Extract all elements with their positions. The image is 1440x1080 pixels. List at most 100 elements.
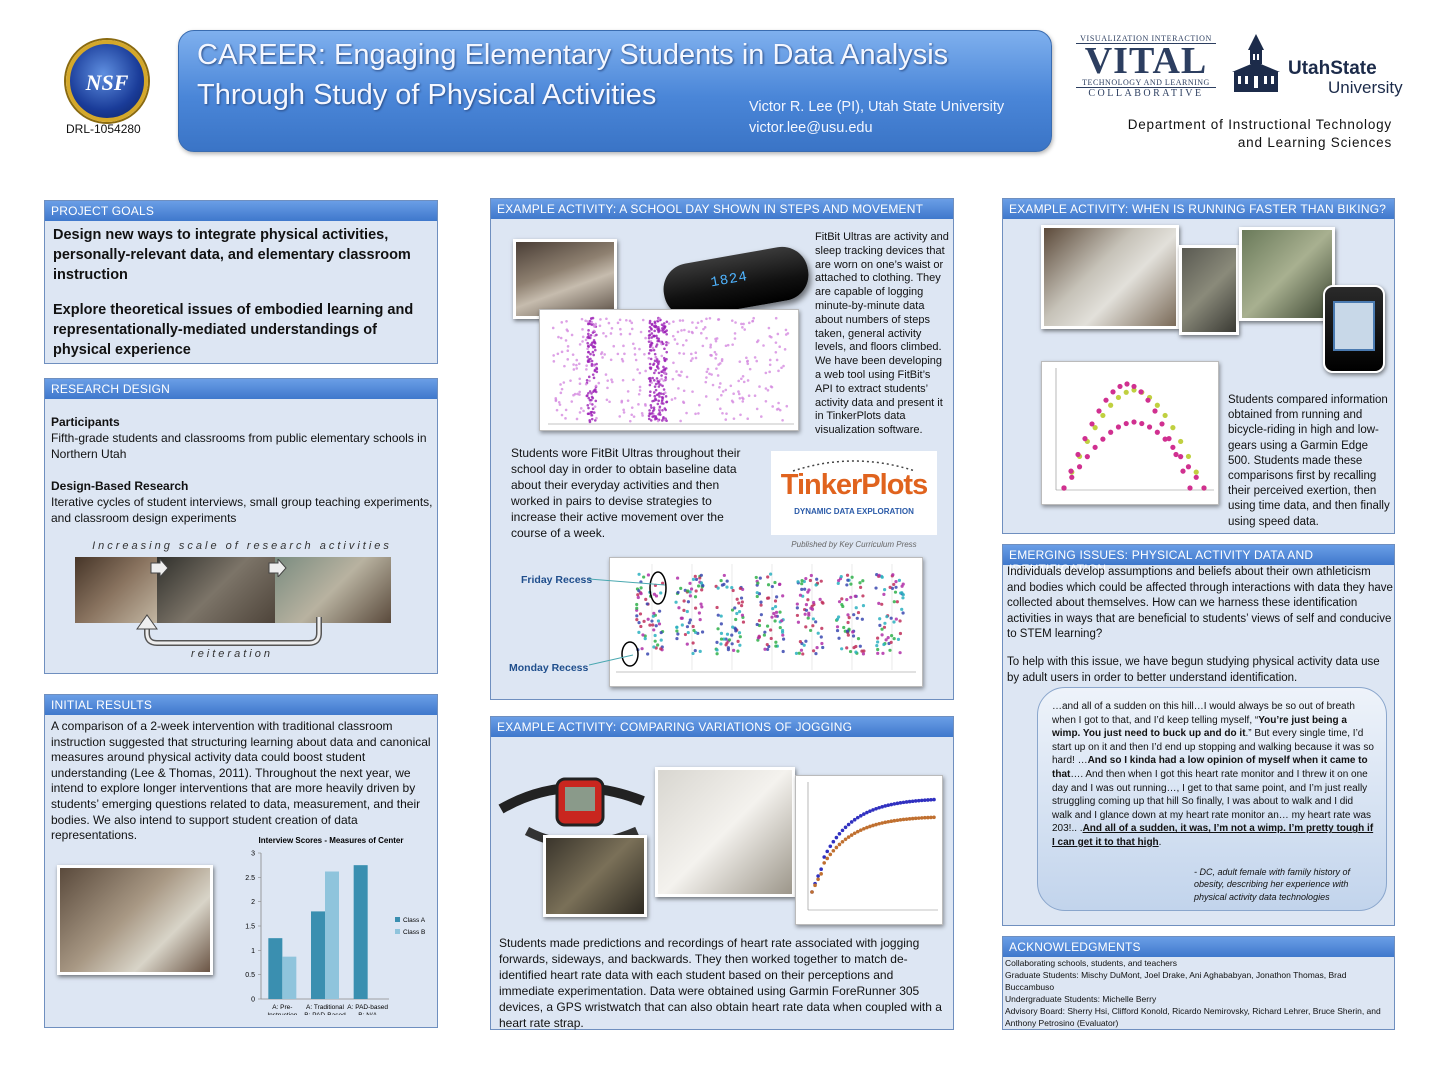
speed-plot-svg bbox=[1055, 368, 1214, 491]
scatter-dot bbox=[657, 327, 661, 331]
scatter-dot bbox=[764, 399, 768, 403]
heart-rate-dot bbox=[862, 826, 866, 831]
scatter-dot bbox=[665, 357, 668, 361]
scatter-dot bbox=[696, 321, 700, 325]
scatter-dot bbox=[554, 399, 558, 403]
scatter-dot bbox=[732, 417, 736, 420]
quote-attribution: - DC, adult female with family history o… bbox=[1194, 867, 1351, 902]
monday-recess-label: Monday Recess bbox=[509, 662, 589, 674]
recess-dot bbox=[735, 611, 739, 616]
scatter-dot bbox=[584, 338, 588, 342]
scatter-dot bbox=[566, 358, 570, 361]
recess-dot bbox=[698, 649, 702, 653]
recess-dot bbox=[811, 617, 815, 621]
recess-dot bbox=[814, 583, 818, 587]
heart-rate-dot bbox=[819, 867, 823, 871]
heart-rate-dot bbox=[843, 837, 848, 842]
scatter-dot bbox=[636, 368, 639, 371]
scatter-dot bbox=[678, 351, 681, 355]
scatter-dot bbox=[593, 369, 597, 373]
scatter-dot bbox=[747, 394, 751, 398]
speed-dot bbox=[1185, 453, 1192, 460]
recess-dot bbox=[808, 628, 813, 633]
recess-dot bbox=[654, 594, 659, 598]
speed-dot bbox=[1108, 429, 1114, 435]
scatter-dot bbox=[570, 333, 574, 337]
biking-student-photo bbox=[1239, 227, 1335, 321]
ack-line-1: Collaborating schools, students, and tea… bbox=[1005, 958, 1177, 968]
recess-dot bbox=[796, 620, 801, 624]
scatter-dot bbox=[632, 378, 635, 382]
recess-dot bbox=[809, 606, 813, 610]
speed-dot bbox=[1124, 381, 1130, 387]
bar bbox=[353, 865, 368, 999]
recess-dot bbox=[901, 582, 905, 586]
recess-dot bbox=[693, 574, 697, 578]
scatter-dot bbox=[640, 411, 644, 415]
scatter-dot bbox=[585, 378, 589, 382]
recess-dot bbox=[637, 620, 641, 625]
recess-dot bbox=[715, 605, 719, 610]
recess-dot bbox=[738, 635, 742, 639]
scatter-dot bbox=[648, 329, 651, 333]
recess-dot bbox=[837, 579, 841, 583]
scatter-dot bbox=[592, 353, 595, 357]
recess-dot bbox=[781, 649, 785, 654]
legend-label: Class B bbox=[403, 929, 425, 936]
quote-part-7: . bbox=[1158, 836, 1162, 848]
scatter-dot bbox=[657, 412, 660, 416]
heart-rate-dot bbox=[859, 813, 863, 818]
recess-dot bbox=[886, 636, 890, 640]
recess-dot bbox=[700, 630, 705, 634]
scatter-dot bbox=[695, 326, 698, 329]
running-text: Students compared information obtained f… bbox=[1228, 394, 1390, 528]
scatter-dot bbox=[594, 322, 598, 326]
scatter-dot bbox=[588, 418, 592, 422]
tinkerplots-subtitle: DYNAMIC DATA EXPLORATION bbox=[794, 507, 914, 516]
recess-dot bbox=[901, 611, 905, 615]
scale-label: Increasing scale of research activities bbox=[92, 540, 392, 552]
recess-dot bbox=[846, 613, 850, 617]
heart-rate-dot bbox=[889, 802, 894, 807]
scatter-dot bbox=[713, 350, 717, 354]
recess-dot bbox=[896, 637, 901, 641]
scatter-dot bbox=[657, 385, 661, 388]
recess-dot bbox=[861, 604, 866, 608]
school-day-heading: Example Activity: A School Day Shown in … bbox=[491, 199, 953, 219]
recess-dot bbox=[882, 592, 886, 596]
scatter-dot bbox=[657, 399, 661, 403]
scatter-dot bbox=[586, 322, 590, 326]
heart-rate-dot bbox=[874, 806, 878, 811]
speed-dot bbox=[1092, 444, 1098, 450]
speed-dot bbox=[1131, 419, 1137, 425]
scatter-dot bbox=[584, 382, 588, 386]
arrow-right-icon bbox=[150, 559, 169, 577]
recess-dot bbox=[895, 600, 899, 604]
recess-dot bbox=[769, 636, 773, 641]
recess-dot bbox=[635, 618, 639, 622]
scatter-dot bbox=[555, 408, 559, 412]
recess-dot bbox=[719, 637, 724, 641]
scatter-dot bbox=[628, 319, 632, 323]
speed-dot bbox=[1162, 412, 1168, 419]
scatter-dot bbox=[681, 343, 685, 347]
classroom-photo bbox=[275, 557, 391, 623]
scatter-dot bbox=[564, 417, 567, 420]
recess-dot bbox=[725, 579, 729, 583]
scatter-dot bbox=[691, 357, 694, 360]
recess-dot bbox=[804, 608, 809, 612]
scatter-dot bbox=[620, 357, 624, 361]
scatter-dot bbox=[586, 344, 590, 348]
scatter-dot bbox=[598, 324, 602, 328]
scatter-dot bbox=[724, 388, 728, 392]
speed-dot bbox=[1131, 387, 1137, 393]
speed-dot bbox=[1103, 397, 1109, 403]
scatter-dot bbox=[784, 328, 788, 332]
recess-dot bbox=[719, 578, 723, 583]
recess-dot bbox=[883, 588, 887, 592]
y-tick-label: 1.5 bbox=[245, 924, 255, 931]
recess-dot bbox=[769, 572, 773, 576]
scatter-dot bbox=[592, 364, 596, 367]
scatter-dot bbox=[685, 411, 688, 415]
scatter-dot bbox=[586, 320, 590, 323]
